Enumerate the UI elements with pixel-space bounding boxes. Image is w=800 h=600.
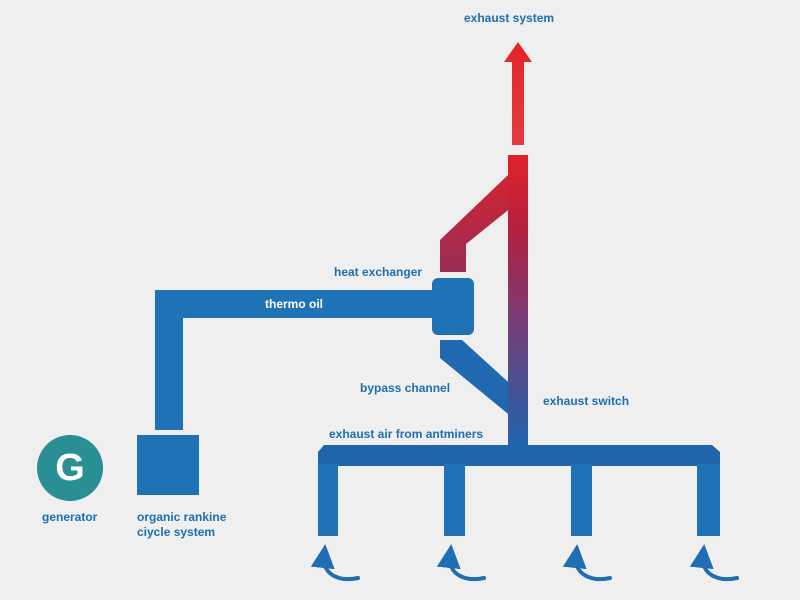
generator-icon (37, 435, 103, 501)
heat-exchanger-box (432, 278, 474, 335)
intake-pipe-2 (444, 464, 465, 536)
intake-pipe-3 (571, 464, 592, 536)
arrow-up-icon (504, 42, 532, 145)
exhaust-switch-column (508, 155, 528, 447)
orc-label-line1: organic rankine (137, 510, 227, 524)
generator-label: generator (42, 510, 98, 524)
intake-pipe-1 (318, 464, 338, 536)
intake-pipe-4 (697, 464, 720, 536)
generator-letter: G (55, 447, 85, 489)
orc-unit (137, 435, 199, 495)
exhaust-switch-label: exhaust switch (543, 394, 630, 408)
exhaust-air-label: exhaust air from antminers (329, 427, 484, 441)
bypass-channel-pipe (440, 340, 528, 418)
thermo-oil-label: thermo oil (265, 297, 324, 311)
curved-arrow-icon (310, 544, 360, 581)
exhaust-system-label: exhaust system (464, 11, 555, 25)
orc-label-line2: ciycle system (137, 525, 216, 539)
bypass-channel-label: bypass channel (360, 381, 451, 395)
thermo-oil-pipe (155, 290, 432, 430)
heat-exchanger-label: heat exchanger (334, 265, 423, 279)
curved-arrow-icon (436, 544, 486, 581)
exhaust-manifold (318, 445, 720, 466)
hot-branch-pipe (440, 175, 528, 272)
curved-arrow-icon (689, 544, 739, 581)
curved-arrow-icon (562, 544, 612, 581)
